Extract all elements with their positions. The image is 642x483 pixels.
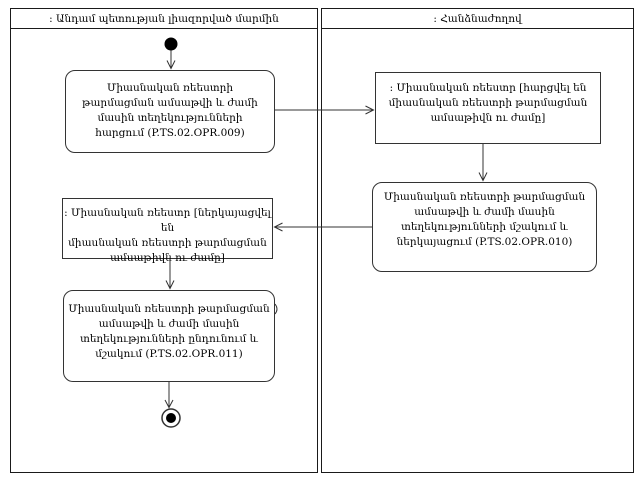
swimlane-header-left: : Անդամ պետության լիազորված մարմին [11, 9, 317, 29]
action-011-line: մշակում (P.TS.02.OPR.011) [95, 348, 243, 360]
action-011-line: տեղեկությունների ընդունում և [80, 333, 258, 345]
action-009-line: հարցում (P.TS.02.OPR.009) [95, 127, 245, 139]
action-010-line: ամսաթվի և ժամի մասին [414, 206, 555, 218]
action-010-line: Միասնական ռեեստրի թարմացման [383, 191, 586, 203]
object-unified-register-submitted: : Միասնական ռեեստր [ներկայացվել են միասն… [62, 198, 273, 264]
object-submitted-line: : Միասնական ռեեստր [ներկայացվել են [64, 207, 271, 234]
object-submitted-line: միասնական ռեեստրի թարմացման [68, 237, 267, 249]
object-queried-line: ամսաթիվն ու ժամը] [430, 112, 546, 124]
action-009-line: Միասնական ռեեստրի [106, 82, 234, 94]
object-queried-line: միասնական ռեեստրի թարմացման [388, 97, 588, 109]
action-011-line: Միասնական ռեեստրի թարմացման [68, 303, 270, 315]
action-009-line: մասին տեղեկությունների [97, 112, 243, 124]
swimlane-header-right: : Հանձնաժողով [322, 9, 633, 29]
action-receive-and-process-info: Միասնական ռեեստրի թարմացման ամսաթվի և ժա… [63, 290, 275, 382]
swimlane-title-right: : Հանձնաժողով [433, 12, 522, 25]
object-submitted-line: ամսաթիվն ու ժամը] [110, 252, 225, 264]
action-010-line: ներկայացում (P.TS.02.OPR.010) [396, 236, 573, 248]
object-unified-register-queried: : Միասնական ռեեստր [հարցվել են միասնական… [375, 72, 601, 144]
action-011-line: ամսաթվի և ժամի մասին [98, 318, 240, 330]
action-request-update-datetime-info: Միասնական ռեեստրի թարմացման ամսաթվի և ժա… [65, 70, 275, 153]
object-queried-line: : Միասնական ռեեստր [հարցվել են [389, 82, 587, 94]
swimlane-title-left: : Անդամ պետության լիազորված մարմին [49, 12, 279, 25]
action-process-and-submit-info: Միասնական ռեեստրի թարմացման ամսաթվի և ժա… [372, 182, 597, 272]
action-010-line: տեղեկությունների մշակում և [401, 221, 568, 233]
action-009-line: թարմացման ամսաթվի և ժամի [82, 97, 258, 109]
